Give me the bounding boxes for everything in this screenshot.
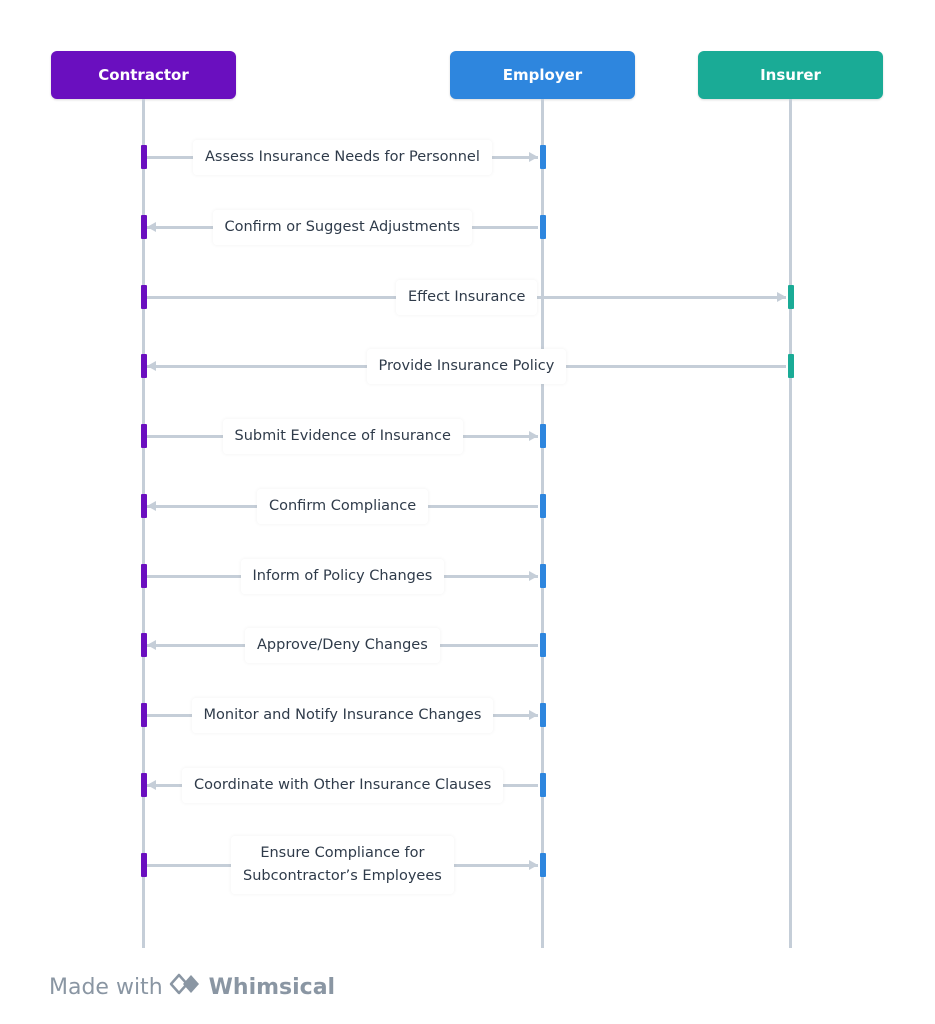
message-label: Inform of Policy Changes: [240, 558, 445, 594]
footer-prefix: Made with: [49, 974, 163, 1000]
activation-employer: [540, 564, 546, 588]
arrowhead-right-icon: [529, 860, 538, 870]
activation-contractor: [141, 703, 147, 727]
arrowhead-left-icon: [147, 222, 156, 232]
arrowhead-left-icon: [147, 501, 156, 511]
activation-employer: [540, 215, 546, 239]
activation-contractor: [141, 633, 147, 657]
message-label: Submit Evidence of Insurance: [222, 418, 463, 454]
message-label: Coordinate with Other Insurance Clauses: [182, 767, 504, 803]
arrowhead-right-icon: [529, 152, 538, 162]
actor-employer: Employer: [450, 51, 635, 99]
footer-brand: Whimsical: [208, 974, 336, 1000]
activation-contractor: [141, 424, 147, 448]
actor-contractor: Contractor: [51, 51, 236, 99]
footer: Made with Whimsical: [49, 972, 335, 1002]
activation-contractor: [141, 354, 147, 378]
message-label: Approve/Deny Changes: [245, 627, 440, 663]
activation-contractor: [141, 773, 147, 797]
activation-employer: [540, 494, 546, 518]
arrowhead-right-icon: [529, 710, 538, 720]
arrowhead-right-icon: [777, 292, 786, 302]
lifeline-employer: [540, 99, 544, 948]
arrowhead-left-icon: [147, 780, 156, 790]
arrowhead-left-icon: [147, 640, 156, 650]
arrowhead-left-icon: [147, 361, 156, 371]
lifeline-insurer: [788, 99, 792, 948]
activation-contractor: [141, 564, 147, 588]
lifeline-contractor: [141, 99, 145, 948]
message-label: Confirm Compliance: [257, 488, 429, 524]
arrowhead-right-icon: [529, 571, 538, 581]
activation-employer: [540, 703, 546, 727]
activation-insurer: [788, 354, 794, 378]
activation-employer: [540, 633, 546, 657]
message-label: Effect Insurance: [396, 279, 538, 315]
activation-contractor: [141, 215, 147, 239]
activation-insurer: [788, 285, 794, 309]
actor-insurer: Insurer: [698, 51, 883, 99]
message-label: Monitor and Notify Insurance Changes: [191, 697, 494, 733]
message-label: Assess Insurance Needs for Personnel: [193, 139, 492, 175]
activation-employer: [540, 424, 546, 448]
message-label: Confirm or Suggest Adjustments: [212, 209, 473, 245]
activation-employer: [540, 853, 546, 877]
message-label: Provide Insurance Policy: [366, 348, 567, 384]
activation-contractor: [141, 853, 147, 877]
whimsical-logo-icon: [169, 973, 203, 1001]
activation-employer: [540, 773, 546, 797]
activation-contractor: [141, 494, 147, 518]
arrowhead-right-icon: [529, 431, 538, 441]
activation-contractor: [141, 145, 147, 169]
activation-contractor: [141, 285, 147, 309]
activation-employer: [540, 145, 546, 169]
